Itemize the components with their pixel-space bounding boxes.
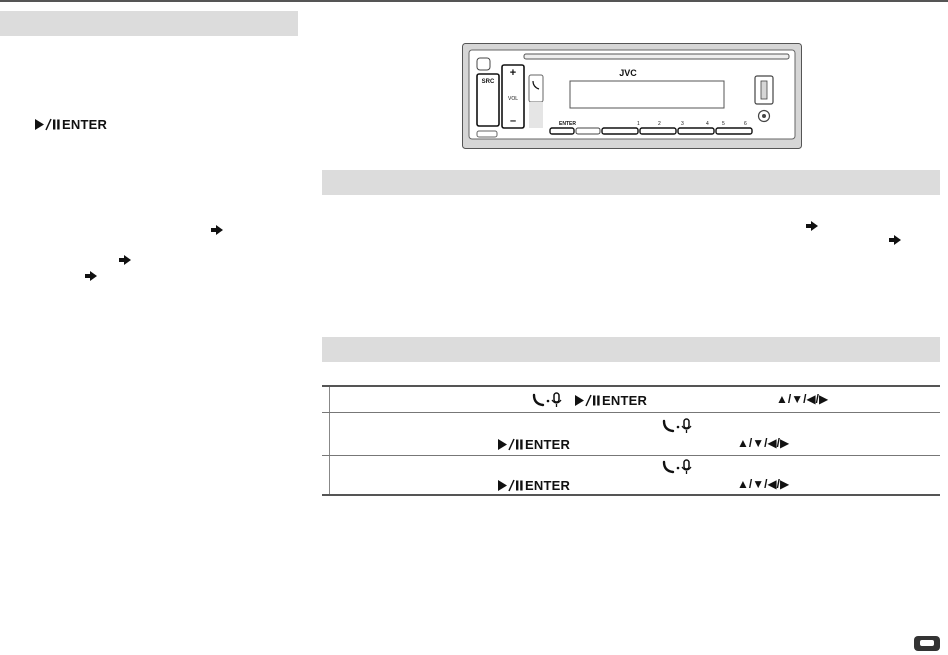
play-enter-key: ENTER xyxy=(574,393,647,408)
panel-enter-label: ENTER xyxy=(559,121,576,127)
table-top-rule xyxy=(322,385,940,387)
phone-mic-icon xyxy=(662,418,692,433)
navigation-arrows-label: ▲/▼/◀/▶ xyxy=(776,392,829,406)
table-row-divider xyxy=(322,455,940,456)
play-enter-key: ENTER xyxy=(497,437,570,452)
enter-label: ENTER xyxy=(525,437,571,452)
volume-label: VOL xyxy=(508,96,518,102)
volume-minus-label: – xyxy=(510,115,516,127)
navigation-arrows-label: ▲/▼/◀/▶ xyxy=(737,436,790,450)
preset-5-label: 5 xyxy=(722,121,725,127)
section-heading-bar xyxy=(322,337,940,362)
volume-plus-label: + xyxy=(510,67,516,79)
play-enter-key-left: ENTER xyxy=(34,117,107,132)
arrow-right-icon xyxy=(85,271,97,281)
src-label: SRC xyxy=(482,79,495,85)
phone-mic-icon xyxy=(532,392,562,407)
table-column-divider xyxy=(329,387,330,494)
left-section-heading-bar xyxy=(0,11,298,36)
top-rule xyxy=(0,0,948,2)
arrow-right-icon xyxy=(889,235,901,245)
preset-2-label: 2 xyxy=(658,121,661,127)
play-pause-icon xyxy=(35,118,60,131)
car-stereo-faceplate-illustration: SRC + VOL – JVC ENTER 1 2 3 4 5 6 xyxy=(462,43,802,149)
play-pause-icon xyxy=(498,479,523,492)
preset-3-label: 3 xyxy=(681,121,684,127)
enter-label: ENTER xyxy=(62,117,108,132)
navigation-arrows-label: ▲/▼/◀/▶ xyxy=(737,477,790,491)
arrow-right-icon xyxy=(211,225,223,235)
play-pause-icon xyxy=(498,438,523,451)
play-pause-icon xyxy=(575,394,600,407)
page-badge-icon xyxy=(914,636,940,651)
arrow-right-icon xyxy=(806,221,818,231)
brand-logo: JVC xyxy=(619,68,637,78)
enter-label: ENTER xyxy=(525,478,571,493)
preset-6-label: 6 xyxy=(744,121,747,127)
preset-4-label: 4 xyxy=(706,121,709,127)
play-enter-key: ENTER xyxy=(497,478,570,493)
preset-1-label: 1 xyxy=(637,121,640,127)
enter-label: ENTER xyxy=(602,393,648,408)
section-heading-bar xyxy=(322,170,940,195)
phone-mic-icon xyxy=(662,459,692,474)
arrow-right-icon xyxy=(119,255,131,265)
table-bottom-rule xyxy=(322,494,940,496)
table-row-divider xyxy=(322,412,940,413)
